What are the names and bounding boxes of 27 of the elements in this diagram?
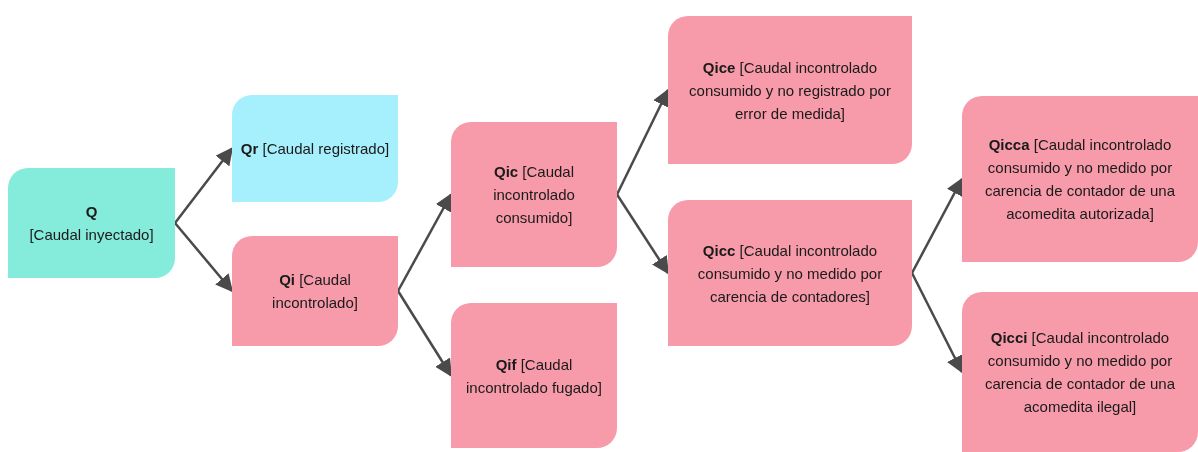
process-box xyxy=(8,168,175,278)
arrow xyxy=(615,193,670,275)
process-box xyxy=(232,95,398,202)
arrow xyxy=(396,290,453,377)
arrow xyxy=(174,147,234,224)
node-text: Qicca [Caudal incontrolado consumido y no medido por carencia de contador de una acomedita autorizada] xyxy=(983,135,1177,224)
node-text: Qr [Caudal registrado] xyxy=(240,139,390,159)
node-text: Qicci [Caudal incontrolado consumido y no medido por carencia de contador de una acomedita ilegal] xyxy=(983,328,1177,417)
process-box xyxy=(962,292,1198,452)
arrow xyxy=(910,177,964,274)
process-box xyxy=(232,236,398,346)
process-box xyxy=(451,303,617,448)
arrow xyxy=(910,272,964,374)
node-text: Qi [Caudal incontrolado] xyxy=(271,270,359,313)
node-text: Qif [Caudal incontrolado fugado] xyxy=(465,354,603,398)
process-box xyxy=(962,96,1198,262)
process-box xyxy=(668,200,912,346)
node-text: Q xyxy=(85,202,98,222)
process-box xyxy=(451,122,617,267)
arrow xyxy=(174,222,234,293)
node-text: Qic [Caudal incontrolado consumido] xyxy=(492,162,576,228)
arrow xyxy=(396,192,453,292)
process-box xyxy=(668,16,912,164)
node-text: [Caudal inyectado] xyxy=(29,225,154,245)
node-text: Qice [Caudal incontrolado consumido y no registrado por error de medida] xyxy=(688,57,892,124)
node-text: Qicc [Caudal incontrolado consumido y no medido por carencia de contadores] xyxy=(696,240,884,307)
arrow xyxy=(615,88,670,196)
